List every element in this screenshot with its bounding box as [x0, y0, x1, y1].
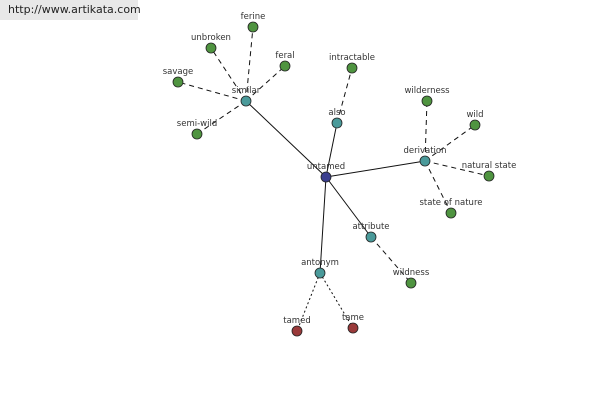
node-state-of-nature[interactable]: state of nature: [420, 198, 483, 219]
node-wildness[interactable]: wildness: [393, 268, 430, 289]
node-antonym[interactable]: antonym: [301, 258, 339, 279]
node-label-wildness: wildness: [393, 268, 430, 278]
node-label-unbroken: unbroken: [191, 33, 231, 43]
edge-similar-unbroken: [210, 47, 247, 102]
node-circle-unbroken[interactable]: [205, 42, 217, 54]
node-label-derivation: derivation: [403, 146, 446, 156]
node-label-intractable: intractable: [329, 53, 375, 63]
node-tame[interactable]: tame: [342, 313, 364, 334]
node-wilderness[interactable]: wilderness: [404, 86, 450, 107]
node-also[interactable]: also: [328, 108, 346, 129]
node-circle-tamed[interactable]: [291, 325, 303, 337]
node-circle-also[interactable]: [331, 117, 343, 129]
node-label-wilderness: wilderness: [404, 86, 450, 96]
node-similar[interactable]: similar: [232, 86, 261, 107]
node-circle-savage[interactable]: [172, 76, 184, 88]
node-circle-ferine[interactable]: [247, 21, 259, 33]
node-attribute[interactable]: attribute: [352, 222, 390, 243]
edge-untamed-antonym: [319, 176, 327, 274]
node-label-wild: wild: [466, 110, 483, 120]
node-label-savage: savage: [163, 67, 194, 77]
edge-antonym-tame: [319, 272, 354, 329]
edge-derivation-wilderness: [424, 100, 428, 162]
node-tamed[interactable]: tamed: [283, 316, 311, 337]
watermark-url: http://www.artikata.com: [0, 0, 141, 20]
node-circle-untamed[interactable]: [320, 171, 332, 183]
node-unbroken[interactable]: unbroken: [191, 33, 231, 54]
node-label-attribute: attribute: [352, 222, 389, 232]
node-circle-derivation[interactable]: [419, 155, 431, 167]
node-label-antonym: antonym: [301, 258, 339, 268]
node-circle-natural-state[interactable]: [483, 170, 495, 182]
graph-edges: [177, 26, 490, 332]
node-semi-wild[interactable]: semi-wild: [177, 119, 217, 140]
edge-untamed-also: [325, 122, 338, 178]
edge-untamed-similar: [245, 100, 327, 178]
node-label-also: also: [328, 108, 345, 118]
node-derivation[interactable]: derivation: [403, 146, 447, 167]
node-circle-semi-wild[interactable]: [191, 128, 203, 140]
node-label-feral: feral: [275, 51, 294, 61]
node-circle-wild[interactable]: [469, 119, 481, 131]
node-circle-feral[interactable]: [279, 60, 291, 72]
edge-derivation-wild: [424, 124, 476, 162]
node-label-ferine: ferine: [241, 12, 266, 22]
edge-also-intractable: [336, 67, 353, 124]
node-circle-wildness[interactable]: [405, 277, 417, 289]
edge-antonym-tamed: [296, 272, 321, 332]
node-label-similar: similar: [232, 86, 261, 96]
edge-untamed-derivation: [325, 160, 426, 178]
node-circle-intractable[interactable]: [346, 62, 358, 74]
node-intractable[interactable]: intractable: [329, 53, 375, 74]
node-untamed[interactable]: untamed: [307, 162, 345, 183]
node-feral[interactable]: feral: [275, 51, 295, 72]
edge-similar-semi-wild: [196, 100, 247, 135]
edge-attribute-wildness: [370, 236, 412, 284]
node-label-tamed: tamed: [283, 316, 310, 326]
edge-derivation-state-of-nature: [424, 160, 452, 214]
node-wild[interactable]: wild: [466, 110, 484, 131]
node-circle-wilderness[interactable]: [421, 95, 433, 107]
node-ferine[interactable]: ferine: [241, 12, 266, 33]
edge-similar-ferine: [245, 26, 254, 102]
node-label-natural-state: natural state: [462, 161, 517, 171]
node-circle-antonym[interactable]: [314, 267, 326, 279]
node-label-semi-wild: semi-wild: [177, 119, 217, 129]
node-circle-state-of-nature[interactable]: [445, 207, 457, 219]
node-circle-attribute[interactable]: [365, 231, 377, 243]
node-label-state-of-nature: state of nature: [420, 198, 483, 208]
node-label-untamed: untamed: [307, 162, 345, 172]
node-circle-tame[interactable]: [347, 322, 359, 334]
node-savage[interactable]: savage: [163, 67, 194, 88]
edge-untamed-attribute: [325, 176, 372, 238]
graph-nodes: untamed similar also derivation attribute ant…: [163, 12, 517, 337]
node-circle-similar[interactable]: [240, 95, 252, 107]
edge-similar-savage: [177, 81, 247, 102]
node-label-tame: tame: [342, 313, 364, 323]
node-natural-state[interactable]: natural state: [462, 161, 517, 182]
edge-derivation-natural-state: [424, 160, 490, 177]
